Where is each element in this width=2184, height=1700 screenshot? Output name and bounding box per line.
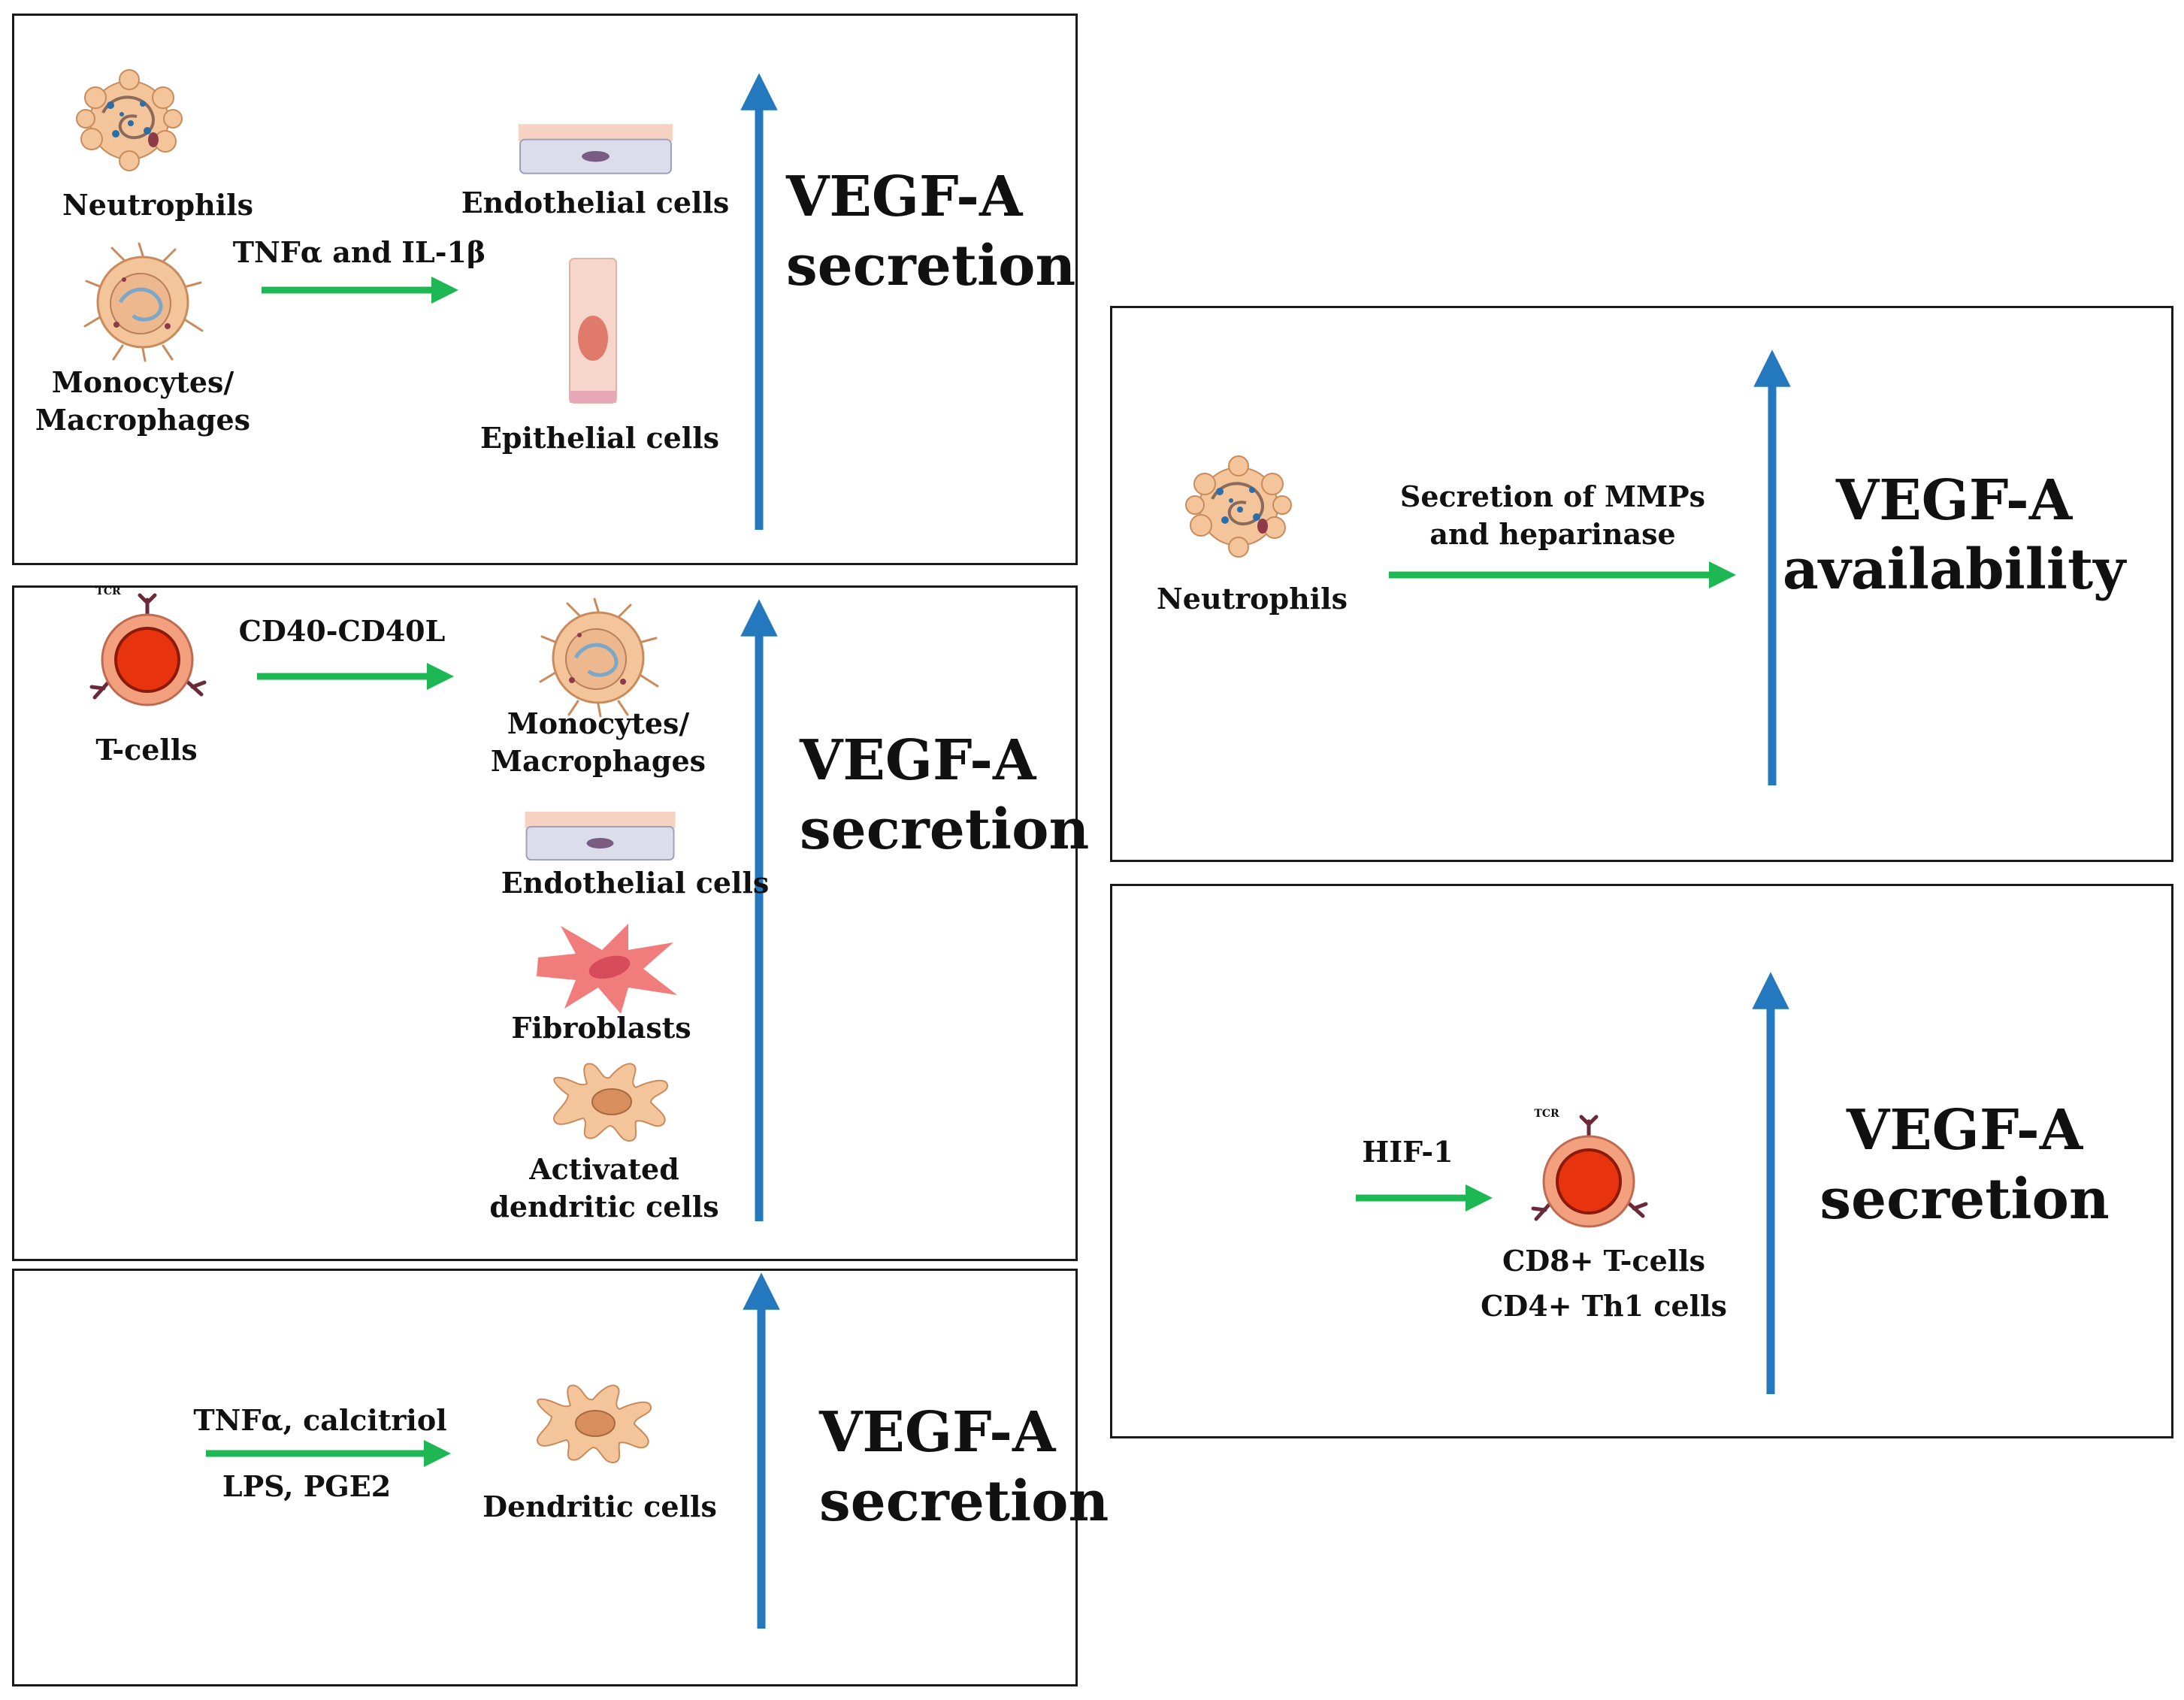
endothelial-label: Endothelial cells bbox=[461, 186, 730, 219]
macrophage-icon-2 bbox=[534, 597, 662, 718]
panel-availability bbox=[1110, 306, 2173, 862]
dendritic-cell-icon-2 bbox=[529, 1375, 657, 1466]
endothelial-cell-icon bbox=[519, 124, 673, 178]
signal-tnf-calcitriol: TNFα, calcitriol bbox=[193, 1403, 447, 1437]
tcell-icon-2 bbox=[1529, 1114, 1649, 1242]
dendritic-label: Activated dendritic cells bbox=[489, 1152, 719, 1224]
neutrophil-icon-2 bbox=[1178, 454, 1299, 559]
signal-mmps: Secretion of MMPs and heparinase bbox=[1399, 479, 1706, 551]
cd8-cd4-label: CD8+ T-cells CD4+ Th1 cells bbox=[1481, 1244, 1727, 1323]
dendritic-cells-label: Dendritic cells bbox=[482, 1490, 717, 1523]
epithelial-cell-icon bbox=[567, 256, 619, 406]
tcell-icon bbox=[87, 592, 207, 720]
monocytes-label-2: Monocytes/ Macrophages bbox=[490, 706, 706, 778]
result-panel2: VEGF-A secretion bbox=[800, 728, 1090, 862]
result-panel1: VEGF-A secretion bbox=[786, 165, 1076, 298]
fibroblast-icon bbox=[531, 920, 681, 1018]
neutrophils-label-2: Neutrophils bbox=[1157, 582, 1348, 616]
signal-hif1: HIF-1 bbox=[1362, 1135, 1453, 1169]
signal-lps-pge2: LPS, PGE2 bbox=[222, 1469, 392, 1503]
endothelial-cell-icon-2 bbox=[523, 812, 677, 864]
panel-dendritic bbox=[12, 1269, 1078, 1686]
tcr-label-2: TCR bbox=[1534, 1108, 1559, 1120]
monocytes-label: Monocytes/ Macrophages bbox=[35, 365, 251, 437]
tcr-label: TCR bbox=[95, 585, 121, 597]
neutrophil-icon bbox=[69, 68, 189, 173]
signal-tnf-il1b: TNFα and IL-1β bbox=[232, 235, 486, 269]
dendritic-cell-icon bbox=[546, 1054, 673, 1144]
epithelial-label: Epithelial cells bbox=[479, 421, 720, 455]
panel-cd40 bbox=[12, 585, 1078, 1261]
panel-hif1 bbox=[1110, 884, 2173, 1438]
result-panel4: VEGF-A availability bbox=[1782, 468, 2126, 602]
endothelial-label-2: Endothelial cells bbox=[501, 866, 770, 900]
fibroblasts-label: Fibroblasts bbox=[511, 1011, 691, 1045]
tcells-label: T-cells bbox=[95, 733, 198, 767]
result-panel3: VEGF-A secretion bbox=[819, 1400, 1109, 1534]
result-panel5: VEGF-A secretion bbox=[1819, 1098, 2110, 1232]
signal-cd40: CD40-CD40L bbox=[238, 614, 446, 648]
panel-inflammatory-cytokines bbox=[12, 14, 1078, 565]
macrophage-icon bbox=[79, 242, 207, 362]
neutrophils-label: Neutrophils bbox=[62, 188, 253, 222]
